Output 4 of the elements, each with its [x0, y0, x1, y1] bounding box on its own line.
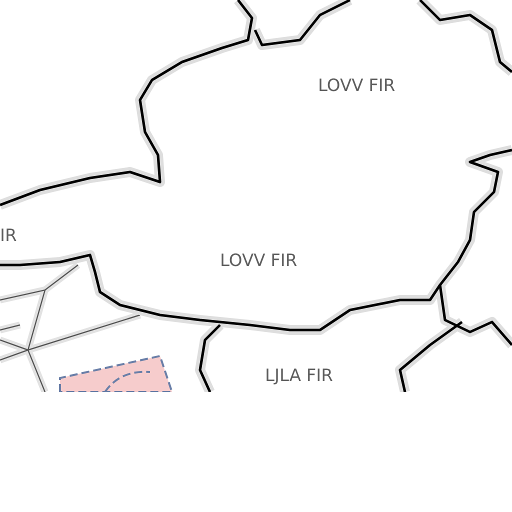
region-label: LJLA FIR [265, 366, 333, 388]
region-label: LOVV FIR [220, 251, 298, 272]
region-label: LOVV FIR [318, 76, 396, 98]
region-label: IR [0, 226, 17, 248]
